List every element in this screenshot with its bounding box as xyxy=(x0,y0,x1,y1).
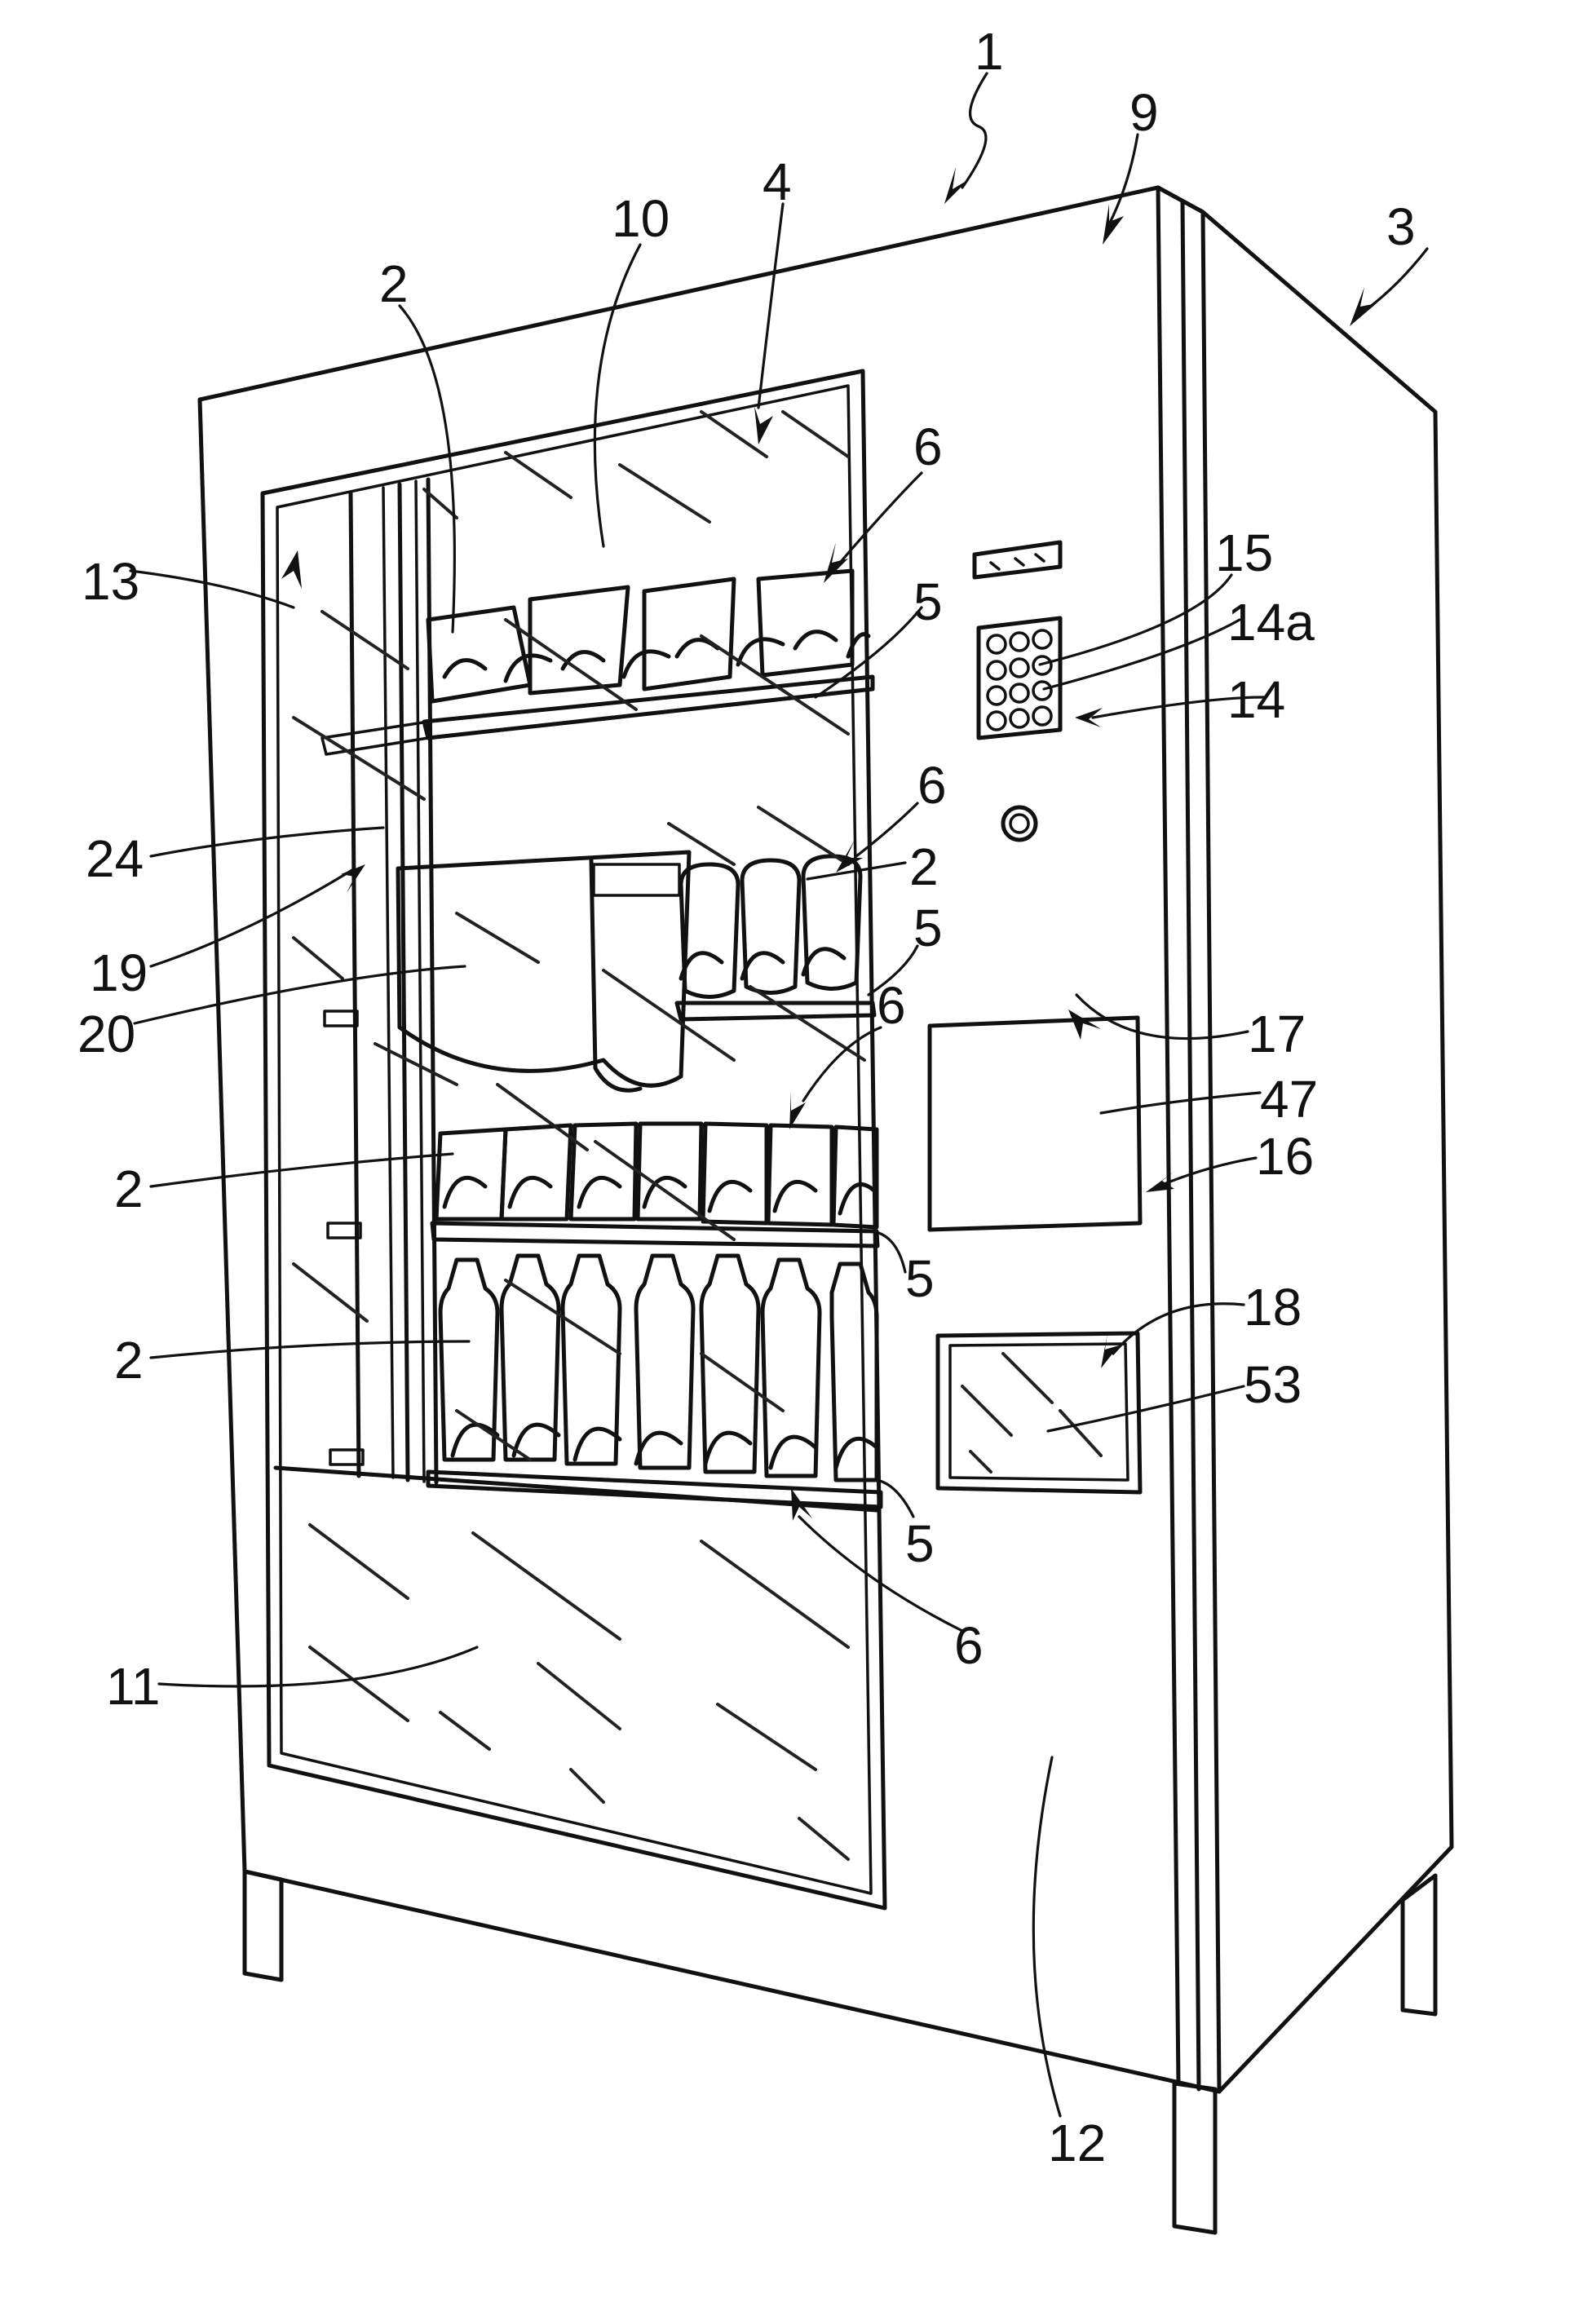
label-front-lower: 12 xyxy=(1048,2114,1106,2172)
product-row-4 xyxy=(440,1256,877,1480)
label-product-row-2: 2 xyxy=(909,837,939,896)
label-shelf-4: 5 xyxy=(905,1514,935,1573)
glass-hatching xyxy=(294,412,864,1859)
label-display-area: 4 xyxy=(763,152,792,211)
label-spiral-row-3: 6 xyxy=(877,976,906,1035)
keypad-buttons xyxy=(988,630,1051,730)
label-dispense-window: 53 xyxy=(1244,1355,1302,1414)
label-machine: 1 xyxy=(975,22,1004,81)
label-front-upper: 9 xyxy=(1129,83,1159,142)
label-column-guide: 24 xyxy=(86,829,144,888)
label-screen-unit: 16 xyxy=(1256,1127,1314,1186)
leader-lines xyxy=(130,73,1427,2116)
label-dispense-arrow: 18 xyxy=(1244,1278,1302,1337)
label-screen: 47 xyxy=(1260,1070,1318,1129)
label-spiral-row-2: 6 xyxy=(917,756,947,815)
label-spiral-row-1: 6 xyxy=(913,418,943,476)
screen xyxy=(930,1018,1140,1230)
product-row-2 xyxy=(681,856,860,997)
coin-return-knob xyxy=(1003,807,1036,840)
label-keypad-a: 14a xyxy=(1227,593,1315,652)
label-keypad: 14 xyxy=(1227,670,1285,729)
label-product-row-3: 2 xyxy=(114,1160,144,1218)
product-row-1 xyxy=(428,571,869,701)
label-shelf-3: 5 xyxy=(905,1249,935,1308)
label-spiral-row-4: 6 xyxy=(954,1616,984,1675)
label-button: 15 xyxy=(1215,524,1273,582)
label-carriage: 19 xyxy=(90,943,148,1002)
label-glass-panel: 10 xyxy=(612,189,670,248)
label-product-row-4: 2 xyxy=(114,1331,144,1390)
label-lower-glass: 11 xyxy=(106,1657,160,1716)
label-cabinet: 3 xyxy=(1386,197,1416,256)
label-shelf-1: 5 xyxy=(913,572,943,631)
label-inner-frame: 13 xyxy=(82,552,139,611)
label-shelf-2: 5 xyxy=(913,899,943,957)
label-screen-arrow: 17 xyxy=(1248,1005,1306,1063)
label-product-top: 2 xyxy=(379,254,409,313)
label-pickup-bin: 20 xyxy=(77,1005,135,1063)
pickup-bin xyxy=(398,852,689,1090)
product-row-3 xyxy=(436,1124,877,1227)
